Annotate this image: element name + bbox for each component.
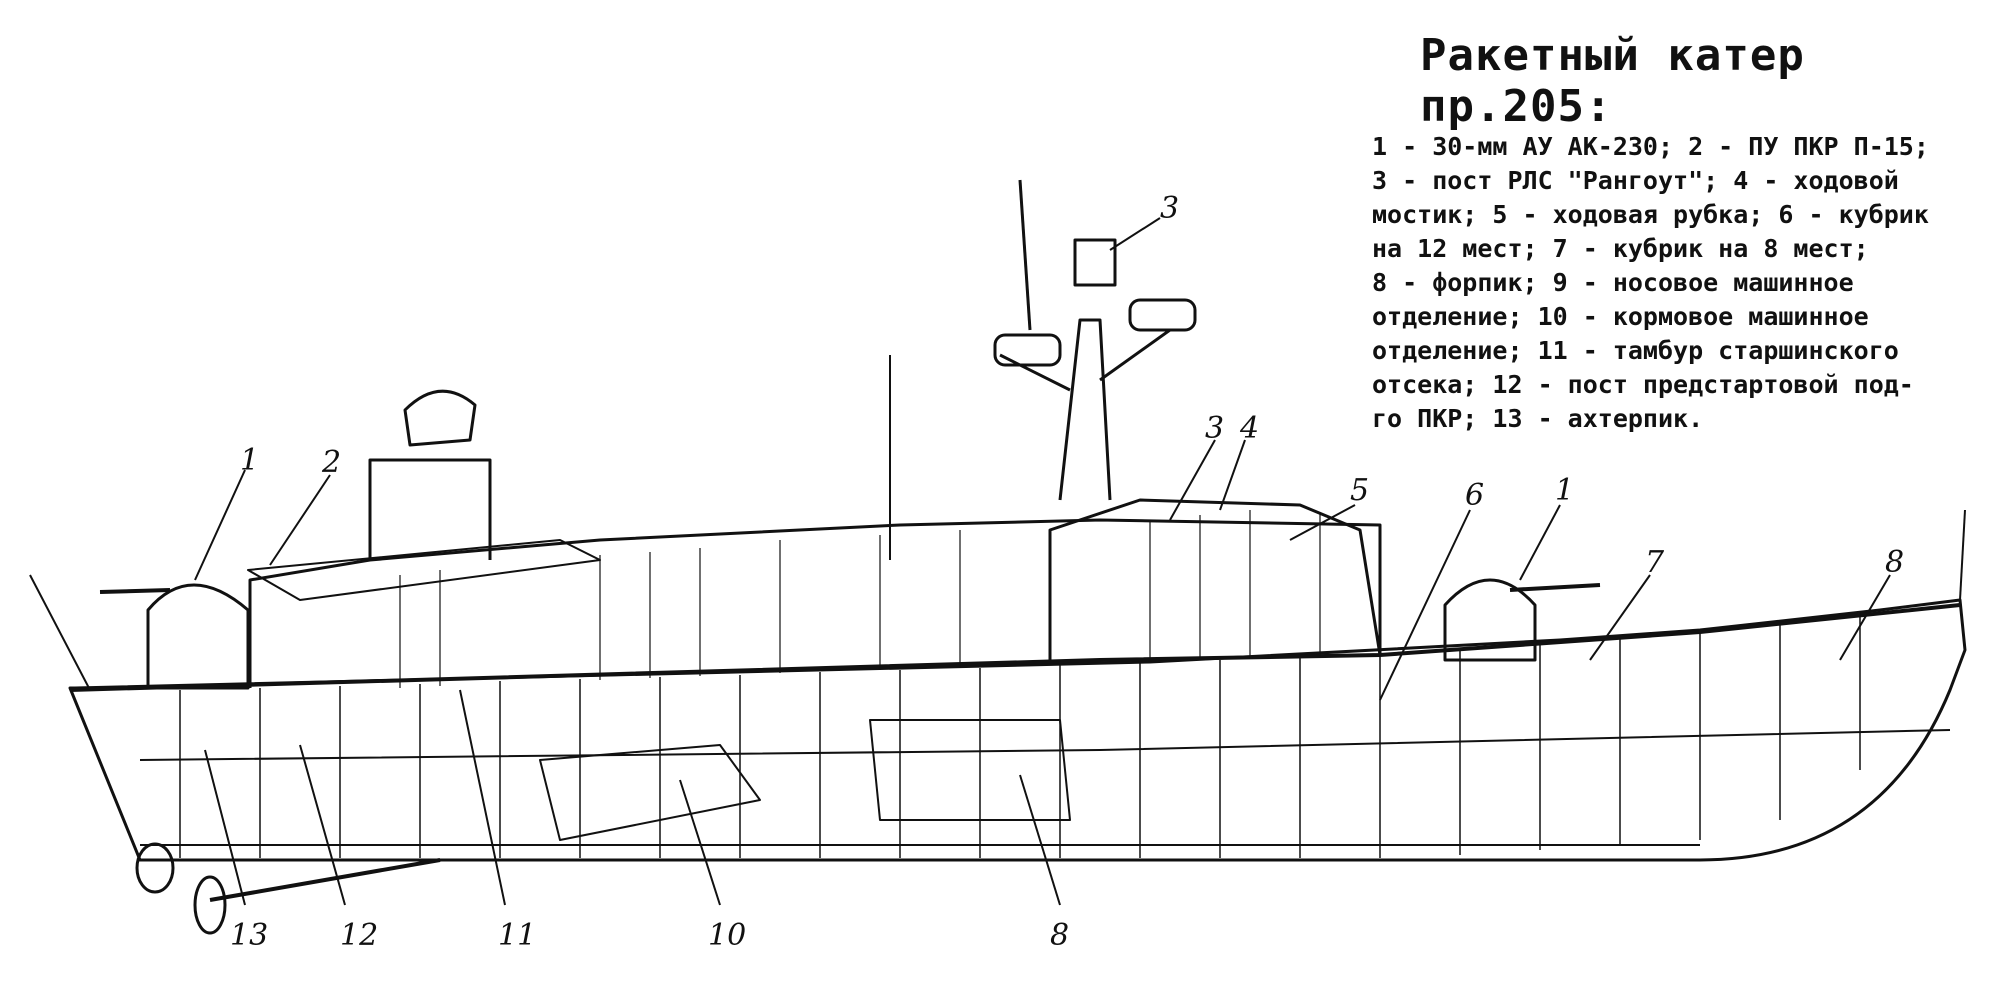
legend-line: отсека; 12 - пост предстартовой под- [1372,370,1914,399]
radar-arm-right [1099,328,1171,382]
rudder-shape [135,842,175,894]
aft-superstructure [248,518,1382,688]
mast-top-spar [1018,179,1032,331]
fore-gun-mount [1443,578,1537,662]
legend-line: мостик; 5 - ходовая рубка; 6 - кубрик [1372,200,1929,229]
radar-arm-left [999,353,1071,392]
stern-staff [29,574,91,691]
bridge-block [1048,498,1382,660]
callout-5-wheelhouse: 5 [1350,473,1369,508]
callout-leaders [194,217,1891,906]
aft-gun-mount [146,583,250,690]
director-tower [368,458,492,560]
callout-3-radar: 3 [1160,191,1179,226]
callout-12-missile-post: 12 [340,918,378,953]
superstructure-details [399,510,1321,688]
missile-launcher [247,539,601,601]
callout-8-forepeak: 8 [1885,545,1904,580]
radar-post-box [1073,238,1117,287]
director-dish [403,389,477,447]
diagram-title: Ракетный катер пр.205: [1420,30,1805,132]
callout-2-launcher: 2 [321,445,341,480]
legend-line: отделение; 11 - тамбур старшинского [1372,336,1899,365]
legend: 1 - 30-мм АУ АК-230; 2 - ПУ ПКР П-15; 3 … [1372,130,1972,436]
callout-1-aft-gun: 1 [240,443,259,478]
callout-6-quarters: 6 [1465,478,1484,513]
callout-13-afterpeak: 13 [230,918,268,953]
callout-10-aft-engine: 10 [708,918,746,953]
bow-staff [1959,509,1966,601]
legend-line: 1 - 30-мм АУ АК-230; 2 - ПУ ПКР П-15; [1372,132,1929,161]
frame-lines [179,614,1861,858]
callout-11-vestibule: 11 [498,918,536,953]
callout-4-bridge: 4 [1239,411,1259,446]
fore-gun-barrel [1509,583,1601,592]
callout-3-radar-post: 3 [1205,411,1224,446]
mast [1058,318,1112,501]
legend-line: 8 - форпик; 9 - носовое машинное [1372,268,1854,297]
legend-line: на 12 мест; 7 - кубрик на 8 мест; [1372,234,1869,263]
legend-line: го ПКР; 13 - ахтерпик. [1372,404,1704,433]
lower-deck-line [139,729,1951,761]
aft-engine [539,744,761,841]
propeller-shaft [209,858,441,902]
hull-outline [68,598,1967,862]
radar-antenna-left [993,333,1062,367]
callout-1-fore-gun: 1 [1555,473,1574,508]
propeller-shape [193,875,227,935]
radar-antenna-right [1128,298,1197,332]
callout-7-quarters: 7 [1645,545,1665,580]
legend-line: 3 - пост РЛС "Рангоут"; 4 - ходовой [1372,166,1899,195]
legend-line: отделение; 10 - кормовое машинное [1372,302,1869,331]
aft-gun-barrel [99,588,171,594]
fore-engine [869,719,1071,821]
callout-9-fore-engine: 8 [1050,918,1069,953]
main-deck-line [69,603,1961,692]
